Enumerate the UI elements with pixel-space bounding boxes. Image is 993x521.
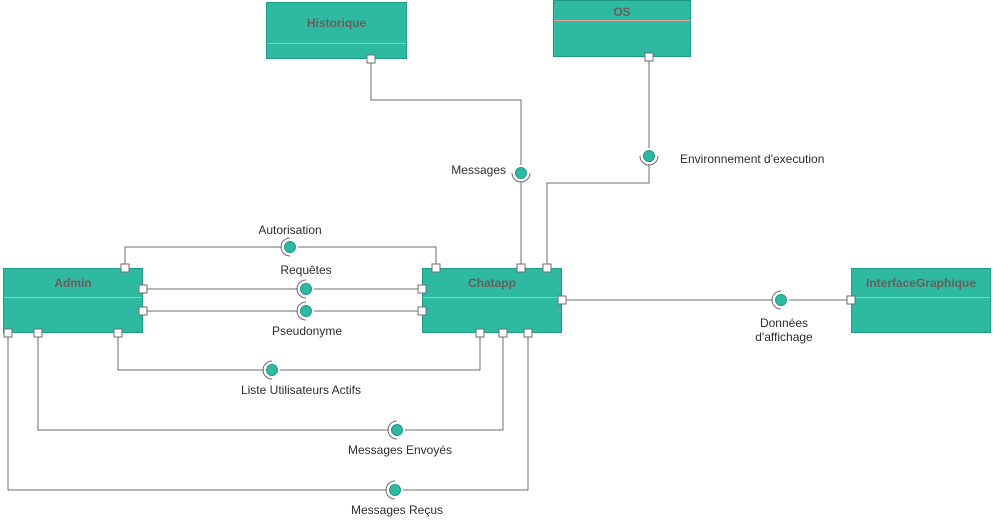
port-chatapp-top-2 (516, 263, 526, 273)
component-separator (554, 20, 690, 21)
edge-liste-utilisateurs (117, 333, 481, 371)
port-admin-bottom-1 (3, 328, 13, 338)
port-chatapp-top-3 (542, 263, 552, 273)
interface-symbol-liste-utilisateurs[interactable] (262, 360, 280, 380)
component-historique-title: Historique (306, 16, 367, 30)
port-chatapp-right (557, 295, 567, 305)
port-os-bottom (644, 52, 654, 62)
component-admin-title: Admin (54, 276, 92, 290)
interface-label-liste-utilisateurs: Liste Utilisateurs Actifs (240, 383, 362, 397)
component-chatapp-title: Chatapp (468, 276, 516, 290)
component-interface-graphique-title: InterfaceGraphique (865, 276, 977, 290)
port-chatapp-bottom-2 (498, 328, 508, 338)
interface-label-messages-recus: Messages Reçus (350, 503, 444, 517)
interface-symbol-messages[interactable] (511, 165, 531, 183)
interface-symbol-pseudonyme[interactable] (296, 301, 314, 321)
edge-messages-recus (7, 333, 529, 491)
port-admin-bottom-2 (33, 328, 43, 338)
port-chatapp-top-1 (431, 263, 441, 273)
port-admin-right-2 (138, 306, 148, 316)
port-chatapp-left-2 (417, 306, 427, 316)
component-separator (852, 297, 990, 298)
interface-symbol-donnees-affichage[interactable] (771, 290, 789, 310)
component-separator (423, 297, 561, 298)
component-admin[interactable]: Admin (3, 268, 143, 333)
interface-symbol-autorisation[interactable] (280, 237, 298, 257)
port-chatapp-bottom-3 (523, 328, 533, 338)
port-admin-right-1 (138, 284, 148, 294)
port-interface-graphique-left (846, 295, 856, 305)
interface-label-messages: Messages (451, 163, 506, 177)
interface-label-autorisation: Autorisation (258, 223, 322, 237)
port-chatapp-left-1 (417, 284, 427, 294)
port-admin-top (120, 263, 130, 273)
port-chatapp-bottom-1 (475, 328, 485, 338)
component-separator (4, 297, 142, 298)
edge-historique-chatapp (370, 59, 522, 268)
component-chatapp[interactable]: Chatapp (422, 268, 562, 333)
component-historique[interactable]: Historique (266, 2, 407, 59)
port-historique-bottom (366, 54, 376, 64)
interface-symbol-messages-envoyes[interactable] (387, 420, 405, 440)
interface-label-requetes: Requêtes (280, 263, 332, 277)
edge-messages-envoyes (37, 333, 504, 431)
component-interface-graphique[interactable]: InterfaceGraphique (851, 268, 991, 333)
interface-symbol-requetes[interactable] (296, 279, 314, 299)
interface-label-environnement: Environnement d'execution (680, 152, 825, 166)
edge-os-chatapp (546, 57, 650, 268)
component-separator (267, 43, 406, 44)
component-os[interactable]: OS (553, 0, 691, 57)
interface-symbol-messages-recus[interactable] (385, 480, 403, 500)
interface-label-donnees-affichage: Données d'affichage (755, 316, 813, 344)
interface-label-pseudonyme: Pseudonyme (271, 324, 343, 338)
port-admin-bottom-3 (113, 328, 123, 338)
interface-label-messages-envoyes: Messages Envoyés (347, 443, 453, 457)
interface-symbol-environnement[interactable] (639, 148, 659, 166)
component-os-title: OS (613, 5, 631, 19)
